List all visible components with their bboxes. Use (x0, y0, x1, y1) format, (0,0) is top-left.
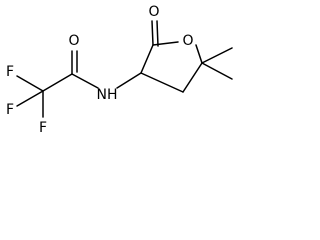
bond-c-f1 (16, 75, 44, 92)
bond-carbonyl-n (71, 73, 99, 89)
bond-c4-c3 (140, 72, 184, 93)
atom-f3: F (39, 120, 47, 136)
bond-oring-c5 (195, 44, 203, 64)
bond-c2-oring (152, 41, 179, 46)
atom-f1: F (6, 64, 14, 80)
atom-labels: F F F O NH O O (6, 4, 194, 136)
bonds (16, 20, 233, 118)
bond-c5-methyl2 (201, 62, 233, 80)
bond-c5-c4 (182, 62, 203, 93)
bond-c-f2 (16, 90, 44, 107)
atom-o-ring: O (182, 33, 193, 49)
bond-lactone-co-1 (151, 20, 154, 46)
bond-cf3-carbonyl (42, 73, 73, 92)
atom-o-amide: O (68, 33, 79, 49)
bond-c3-c2 (140, 44, 154, 74)
chemical-structure: F F F O NH O O (6, 4, 233, 136)
bond-n-c3 (116, 72, 142, 89)
bond-c5-methyl1 (201, 47, 233, 64)
atom-o-lactone-carbonyl: O (148, 4, 159, 20)
bond-lactone-co-2 (156, 20, 159, 47)
atom-nh: NH (97, 87, 118, 103)
atom-f2: F (6, 102, 14, 118)
